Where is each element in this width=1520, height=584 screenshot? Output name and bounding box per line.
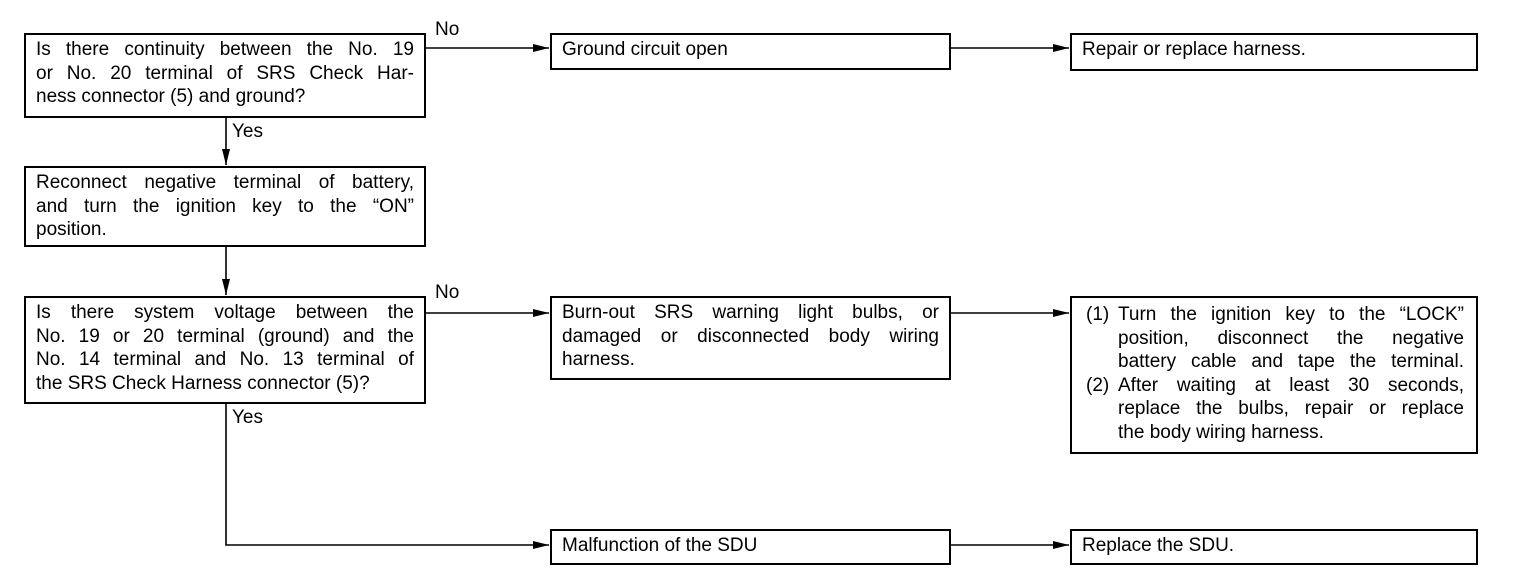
result-burnt-bulbs-or-harness: Burn-out SRS warning light bulbs, or dam…	[550, 296, 951, 380]
action-replace-bulbs-procedure: (1) Turn the ignition key to the “LOCK” …	[1070, 296, 1478, 454]
step-text-line: replace the bulbs, repair or replace	[1118, 398, 1464, 419]
procedure-step-1: (1) Turn the ignition key to the “LOCK” …	[1086, 303, 1464, 374]
result-text-line: harness.	[562, 349, 635, 370]
decision-continuity-check: Is there continuity between the No. 19 o…	[24, 33, 426, 118]
action-text: Replace the SDU.	[1082, 535, 1235, 556]
decision-text-line: the SRS Check Harness connector (5)?	[36, 372, 370, 394]
result-text: Ground circuit open	[562, 39, 728, 60]
step-text-line: and turn the ignition key to the “ON”	[36, 195, 414, 217]
step-number: (1)	[1086, 304, 1110, 325]
step-text-line: Reconnect negative terminal of battery,	[36, 172, 414, 193]
branch-label-yes: Yes	[232, 121, 263, 142]
step-text-line: position.	[36, 219, 107, 240]
result-sdu-malfunction: Malfunction of the SDU	[550, 529, 951, 565]
result-text: Malfunction of the SDU	[562, 535, 758, 556]
step-number: (2)	[1086, 374, 1110, 396]
decision-text-line: or No. 20 terminal of SRS Check Har-	[36, 62, 414, 84]
decision-text-line: Is there system voltage between the	[36, 302, 414, 323]
action-repair-harness: Repair or replace harness.	[1070, 33, 1478, 71]
action-text: Repair or replace harness.	[1082, 39, 1306, 60]
procedure-step-2: (2) After waiting at least 30 seconds, r…	[1086, 374, 1464, 445]
step-text-line: the body wiring harness.	[1118, 421, 1324, 443]
decision-system-voltage-check: Is there system voltage between the No. …	[24, 296, 426, 404]
decision-text-line: No. 19 or 20 terminal (ground) and the	[36, 325, 414, 347]
result-ground-circuit-open: Ground circuit open	[550, 33, 951, 70]
result-text-line: Burn-out SRS warning light bulbs, or	[562, 302, 939, 323]
branch-label-yes: Yes	[232, 407, 263, 428]
step-text-line: battery cable and tape the terminal.	[1118, 351, 1464, 372]
decision-text-line: Is there continuity between the No. 19	[36, 39, 414, 60]
branch-label-no: No	[435, 19, 460, 40]
step-text-line: After waiting at least 30 seconds,	[1118, 374, 1464, 396]
step-text-line: position, disconnect the negative	[1118, 327, 1464, 349]
decision-text-line: No. 14 terminal and No. 13 terminal of	[36, 349, 414, 370]
step-reconnect-battery: Reconnect negative terminal of battery, …	[24, 166, 426, 247]
step-text-line: Turn the ignition key to the “LOCK”	[1118, 304, 1464, 325]
action-replace-sdu: Replace the SDU.	[1070, 529, 1478, 565]
result-text-line: damaged or disconnected body wiring	[562, 325, 939, 347]
branch-label-no: No	[435, 282, 460, 303]
decision-text-line: ness connector (5) and ground?	[36, 86, 306, 107]
connector-q3-to-result3	[225, 404, 549, 549]
